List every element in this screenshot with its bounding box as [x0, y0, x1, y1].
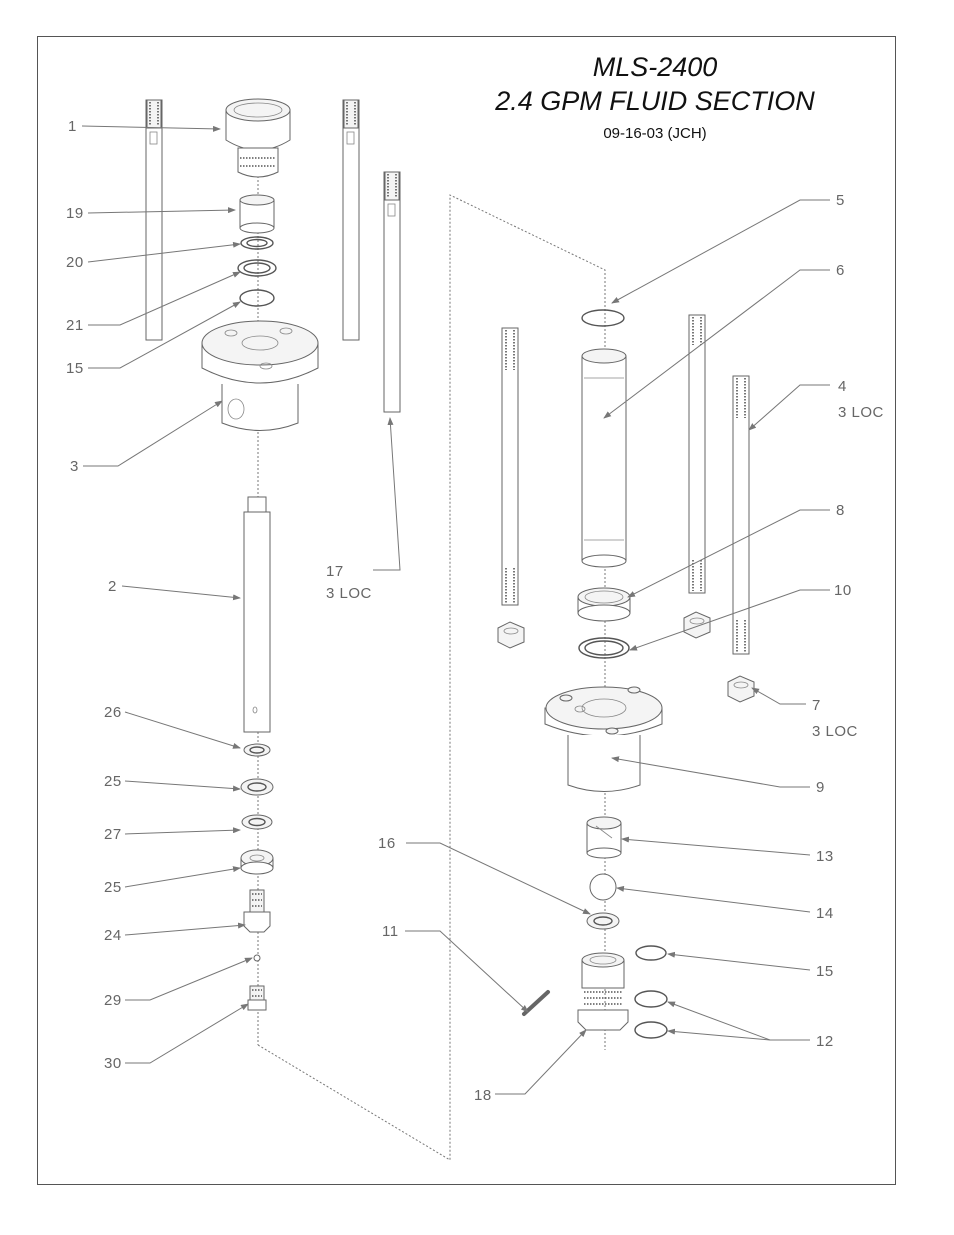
title-date: 09-16-03 (JCH) [603, 125, 706, 142]
callout-20: 20 [66, 254, 84, 271]
callout-4: 4 [838, 378, 847, 395]
o-ring-12-lower [634, 1021, 668, 1039]
callout-26: 26 [104, 704, 122, 721]
seal-25-lower [240, 849, 274, 875]
callout-1: 1 [68, 118, 77, 135]
drawing-border [37, 36, 896, 1185]
callout-16: 16 [378, 835, 396, 852]
callout-4-loc: 3 LOC [838, 404, 884, 421]
packing-nut-1 [225, 98, 291, 178]
callout-25-lower: 25 [104, 879, 122, 896]
centerlines [257, 140, 606, 1161]
tie-rod-17 [383, 171, 401, 413]
nut-left [497, 621, 525, 649]
callout-7: 7 [812, 697, 821, 714]
callout-12: 12 [816, 1033, 834, 1050]
title-model: MLS-2400 [593, 52, 718, 82]
seal-27 [241, 814, 273, 830]
sleeve-19 [239, 194, 275, 234]
foot-valve-18 [577, 952, 629, 1031]
seal-25-upper [240, 778, 274, 796]
title-name: 2.4 GPM FLUID SECTION [494, 86, 815, 116]
callout-5: 5 [836, 192, 845, 209]
tie-rod-right-1 [501, 327, 519, 606]
callout-8: 8 [836, 502, 845, 519]
leader-lines [81, 125, 830, 1095]
callout-14: 14 [816, 905, 834, 922]
callout-labels: 1 19 20 21 15 3 2 17 3 LOC 26 25 27 25 2… [66, 118, 884, 1104]
callout-27: 27 [104, 826, 122, 843]
callout-29: 29 [104, 992, 122, 1009]
o-ring-12-upper [634, 990, 668, 1008]
callout-24: 24 [104, 927, 122, 944]
nut-7 [727, 675, 755, 703]
callout-3: 3 [70, 458, 79, 475]
seat-30 [247, 985, 267, 1011]
callout-17: 17 [326, 563, 344, 580]
seal-21 [237, 259, 277, 277]
tie-rod-right-2 [688, 314, 706, 594]
callout-17-loc: 3 LOC [326, 585, 372, 602]
callout-15-left: 15 [66, 360, 84, 377]
seat-16 [586, 912, 620, 930]
callout-11: 11 [382, 923, 399, 940]
callout-2: 2 [108, 578, 117, 595]
pin-11 [522, 990, 550, 1016]
callout-25-upper: 25 [104, 773, 122, 790]
o-ring-15-left [239, 289, 275, 307]
callout-13: 13 [816, 848, 834, 865]
callout-7-loc: 3 LOC [812, 723, 858, 740]
nut-middle [683, 611, 711, 639]
ball-14 [589, 873, 617, 901]
tie-rod-left [145, 99, 163, 341]
tie-rod-4 [732, 375, 750, 655]
sleeve-8 [577, 587, 631, 622]
o-ring-15-right [635, 945, 667, 961]
seal-20 [240, 236, 274, 250]
tie-rod-middle [342, 99, 360, 341]
callout-6: 6 [836, 262, 845, 279]
callout-19: 19 [66, 205, 84, 222]
callout-9: 9 [816, 779, 825, 796]
callout-30: 30 [104, 1055, 122, 1072]
callout-15-right: 15 [816, 963, 834, 980]
piston-rod-2 [243, 496, 271, 733]
valve-24 [243, 889, 271, 933]
cylinder-base-9 [544, 686, 663, 792]
callout-10: 10 [834, 582, 852, 599]
callout-21: 21 [66, 317, 84, 334]
callout-18: 18 [474, 1087, 492, 1104]
o-ring-5 [581, 309, 625, 327]
cage-13 [586, 816, 622, 859]
gasket-10 [578, 637, 630, 659]
seal-26 [243, 743, 271, 757]
housing-3 [201, 320, 319, 431]
cylinder-6 [581, 348, 627, 568]
ball-29 [253, 954, 261, 962]
